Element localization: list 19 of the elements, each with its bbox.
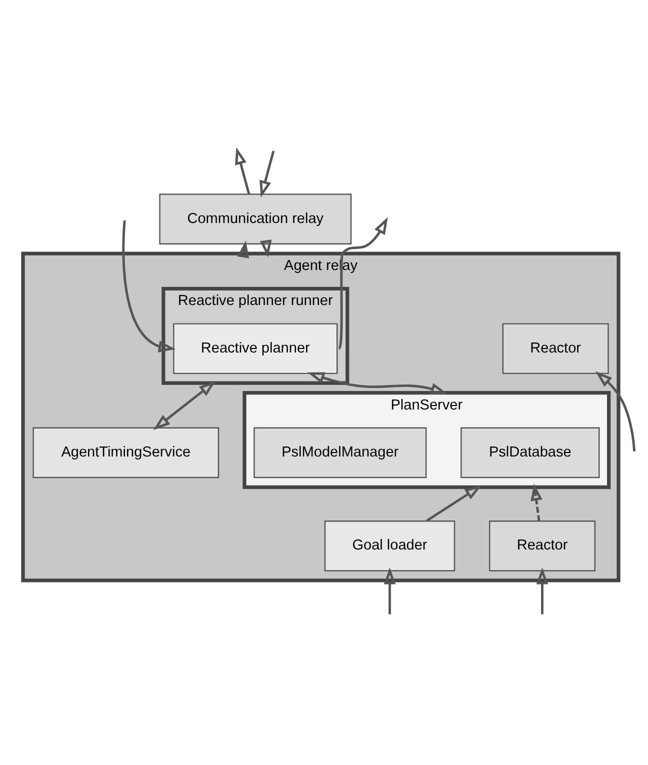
arrow (153, 380, 216, 430)
node-box: PslModelManager (254, 427, 427, 478)
arrow (237, 240, 250, 258)
arrow (307, 372, 448, 394)
node-box: Reactor (502, 323, 609, 374)
arrow (122, 220, 176, 352)
arrow (235, 147, 250, 194)
node-box: PslDatabase (460, 427, 600, 478)
arrow (260, 240, 272, 258)
arrow (384, 567, 396, 614)
node-box: Goal loader (324, 520, 456, 572)
arrow (536, 567, 548, 614)
node-box: Reactive planner (173, 323, 338, 374)
arrow (595, 371, 636, 452)
arrow (260, 150, 275, 198)
node-box: AgentTimingService (32, 427, 220, 478)
node-box: Reactor (489, 520, 596, 572)
arrow (530, 484, 542, 522)
arrow (426, 485, 482, 522)
